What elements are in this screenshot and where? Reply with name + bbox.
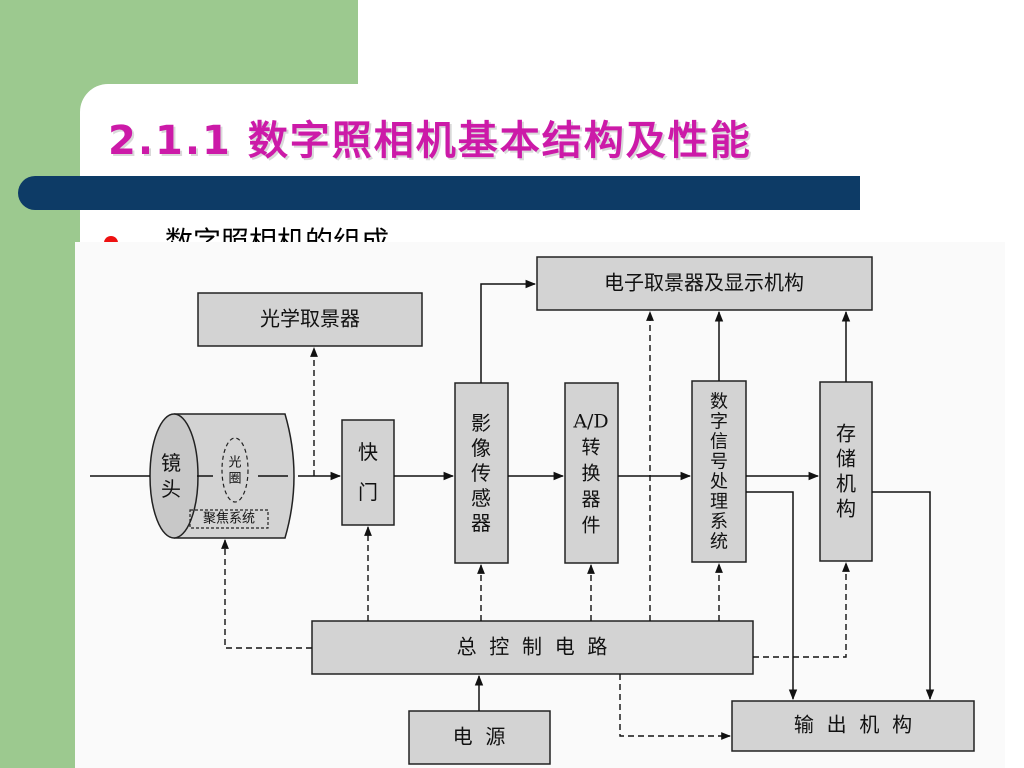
image-sensor-box: 影像传感器 [454, 382, 509, 564]
dashed-control-lines [221, 311, 850, 740]
storage-label: 存储机构 [836, 422, 856, 521]
electronic-viewfinder-label: 电子取景器及显示机构 [604, 271, 804, 295]
output-box: 输 出 机 构 [731, 700, 975, 752]
power-supply-label: 电 源 [453, 725, 506, 749]
shutter-box: 快门 [341, 419, 395, 526]
image-sensor-label: 影像传感器 [471, 411, 491, 535]
storage-box: 存储机构 [819, 381, 873, 562]
lens-cylinder: 镜头 光圈 聚焦系统 [149, 413, 295, 539]
title-underline-bar [18, 176, 860, 210]
solid-signal-lines [90, 279, 935, 711]
electronic-viewfinder-box: 电子取景器及显示机构 [536, 256, 873, 311]
aperture-label-label: 光圈 [228, 456, 241, 487]
control-circuit-box: 总 控 制 电 路 [311, 620, 754, 675]
slide-title: 2.1.1 数字照相机基本结构及性能 [108, 118, 752, 164]
lens-label-label: 镜头 [161, 451, 181, 501]
dsp-box: 数字信号处理系统 [691, 380, 747, 563]
output-label: 输 出 机 构 [794, 713, 912, 737]
dsp-label: 数字信号处理系统 [710, 391, 728, 552]
optical-viewfinder-box: 光学取景器 [197, 292, 423, 347]
optical-viewfinder-label: 光学取景器 [260, 307, 360, 331]
camera-structure-diagram: 光学取景器 电子取景器及显示机构 镜头 光圈 聚焦系统 快门 影像传感器 A/D… [75, 242, 1005, 768]
control-circuit-label: 总 控 制 电 路 [457, 635, 608, 659]
power-supply-box: 电 源 [408, 710, 551, 765]
focus-label-label: 聚焦系统 [203, 512, 255, 527]
shutter-label: 快门 [358, 440, 378, 504]
